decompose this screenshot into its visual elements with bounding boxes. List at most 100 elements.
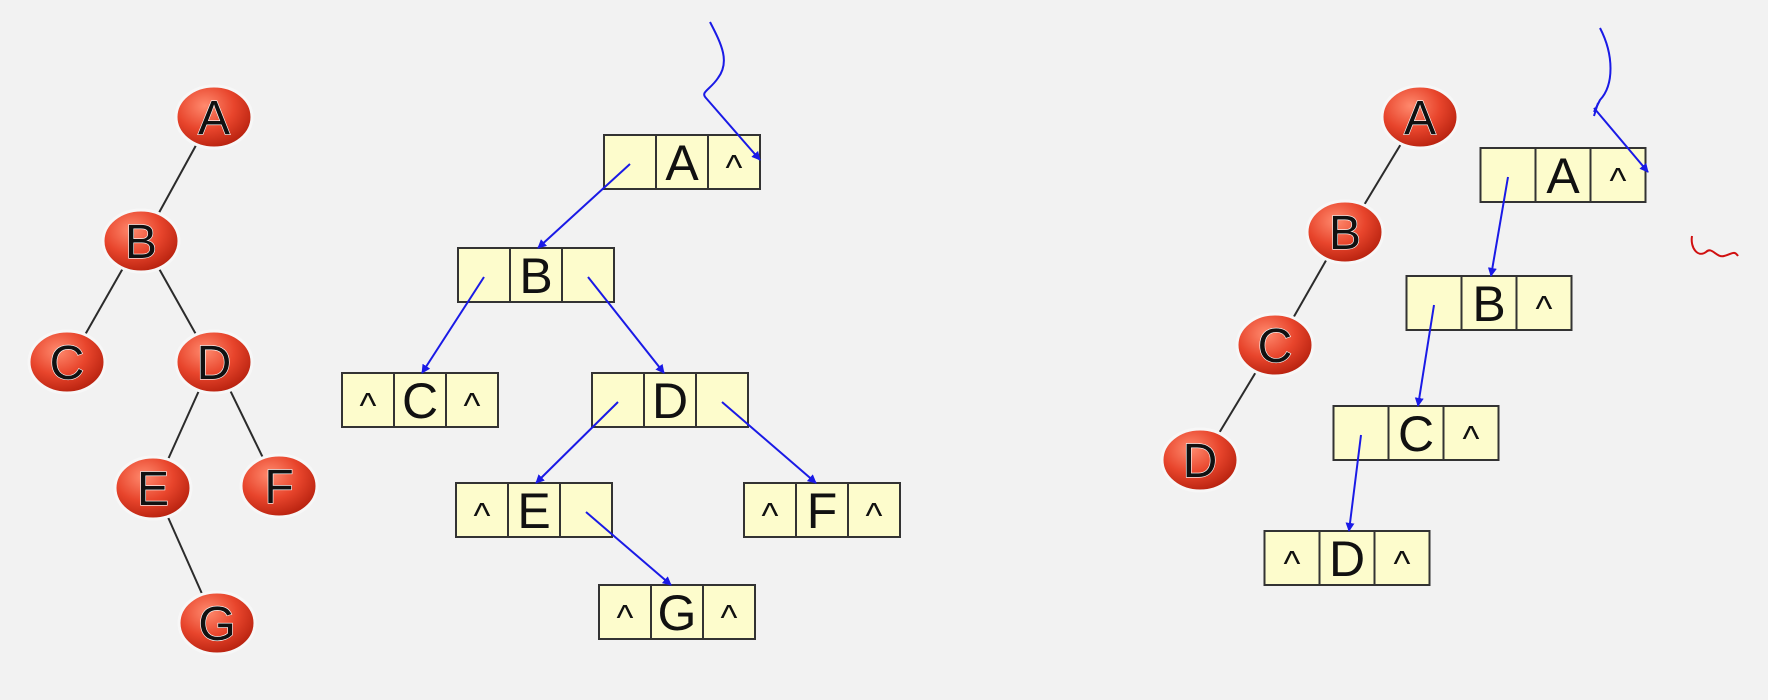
node-box xyxy=(1479,147,1647,203)
root-pointer-1 xyxy=(703,21,761,161)
tree-node-label: E xyxy=(137,463,169,516)
data-field: F xyxy=(807,483,838,539)
tree-edge-b-d xyxy=(156,265,199,338)
tree-node-circle xyxy=(1160,427,1240,493)
rchild-field: ^ xyxy=(1463,418,1480,459)
tree-node-circle xyxy=(239,453,319,519)
linked-storage-1: A^B^C^D^E^F^^G^ xyxy=(341,134,901,641)
tree-edge-b-c xyxy=(82,265,126,338)
data-field: A xyxy=(1546,148,1580,204)
tree-node-circle xyxy=(101,208,181,274)
list-node-c: ^ C ^ xyxy=(341,372,499,429)
tree-node-label: A xyxy=(198,92,230,145)
list-node-b: B xyxy=(457,247,615,304)
root-pointer-2 xyxy=(1593,27,1648,172)
root-pointer-2-tick xyxy=(1593,102,1599,117)
tree-node-label: C xyxy=(50,337,85,390)
list-node-g: ^ G ^ xyxy=(598,584,756,641)
tree-node-circle xyxy=(1235,312,1315,378)
pointer-arrow-b-c xyxy=(1414,304,1435,407)
node-box xyxy=(341,372,499,428)
tree-node-circle xyxy=(113,455,193,521)
tree-node-c: C xyxy=(1235,312,1315,378)
tree-1: A B C D E F G xyxy=(27,84,319,656)
tree-node-f: F xyxy=(239,453,319,519)
tree-node-label: G xyxy=(198,598,235,651)
tree-node-circle xyxy=(174,329,254,395)
tree-node-b: B xyxy=(101,208,181,274)
pointer-arrow-c-d xyxy=(1345,434,1362,532)
rchild-field: ^ xyxy=(1394,543,1411,584)
pointer-arrow-e-g xyxy=(585,511,672,586)
tree-node-d: D xyxy=(1160,427,1240,493)
tree-node-label: B xyxy=(125,216,157,269)
pointer-arrow-a-b xyxy=(537,163,631,249)
tree-node-circle xyxy=(177,590,257,656)
tree-node-label: C xyxy=(1258,320,1293,373)
data-field: D xyxy=(1329,531,1365,587)
lchild-field: ^ xyxy=(762,495,779,536)
node-box xyxy=(743,482,901,538)
data-field: D xyxy=(652,373,688,429)
pointer-arrow-a-b xyxy=(1487,176,1509,277)
tree-edge-c-d xyxy=(1216,369,1259,436)
tree-node-circle xyxy=(1305,199,1385,265)
tree-node-b: B xyxy=(1305,199,1385,265)
tree-node-label: A xyxy=(1404,92,1436,145)
tree-node-label: D xyxy=(1183,435,1218,488)
rchild-field: ^ xyxy=(726,147,743,188)
data-field: G xyxy=(658,585,697,641)
lchild-field: ^ xyxy=(617,597,634,638)
lchild-field: ^ xyxy=(474,495,491,536)
list-node-d: D xyxy=(591,372,749,429)
data-field: B xyxy=(1472,276,1505,332)
tree-node-circle xyxy=(27,329,107,395)
tree-node-e: E xyxy=(113,455,193,521)
pointer-arrow-d-f xyxy=(721,401,817,484)
rchild-field: ^ xyxy=(721,597,738,638)
list-node-d: ^ D ^ xyxy=(1263,530,1431,587)
list-node-a: A^ xyxy=(1479,147,1647,204)
rchild-field: ^ xyxy=(866,495,883,536)
node-box xyxy=(598,584,756,640)
tree-node-a: A xyxy=(1380,84,1460,150)
lchild-field: ^ xyxy=(1284,543,1301,584)
data-field: C xyxy=(402,373,438,429)
pointer-arrow-b-c xyxy=(421,276,485,374)
tree-node-circle xyxy=(174,84,254,150)
tree-edge-b-c xyxy=(1291,256,1329,321)
data-field: E xyxy=(517,483,550,539)
rchild-field: ^ xyxy=(464,385,481,426)
tree-edge-d-f xyxy=(228,387,265,461)
node-box xyxy=(457,247,615,303)
lchild-field: ^ xyxy=(360,385,377,426)
data-field: A xyxy=(665,135,699,191)
tree-node-d: D xyxy=(174,329,254,395)
list-node-a: A^ xyxy=(603,134,761,191)
tree-node-label: F xyxy=(264,461,293,514)
tree-node-g: G xyxy=(177,590,257,656)
tree-node-a: A xyxy=(174,84,254,150)
data-field: B xyxy=(519,248,552,304)
node-box xyxy=(455,482,613,538)
red-squiggle-annotation xyxy=(1690,235,1739,258)
pointer-arrow-b-d xyxy=(587,276,665,374)
tree-edge-a-b xyxy=(156,141,199,217)
linked-storage-2: A^B^C^^D^ xyxy=(1263,147,1647,587)
list-node-c: C^ xyxy=(1332,405,1500,462)
node-box xyxy=(591,372,749,428)
tree-edge-e-g xyxy=(165,514,205,597)
tree-node-circle xyxy=(1380,84,1460,150)
data-field: C xyxy=(1398,406,1434,462)
node-box xyxy=(1263,530,1431,586)
node-box xyxy=(603,134,761,190)
tree-node-label: D xyxy=(197,337,232,390)
tree-node-c: C xyxy=(27,329,107,395)
rchild-field: ^ xyxy=(1536,288,1553,329)
tree-edge-d-e xyxy=(166,388,201,462)
rchild-field: ^ xyxy=(1610,160,1627,201)
list-node-f: ^ F ^ xyxy=(743,482,901,539)
tree-node-label: B xyxy=(1329,207,1361,260)
